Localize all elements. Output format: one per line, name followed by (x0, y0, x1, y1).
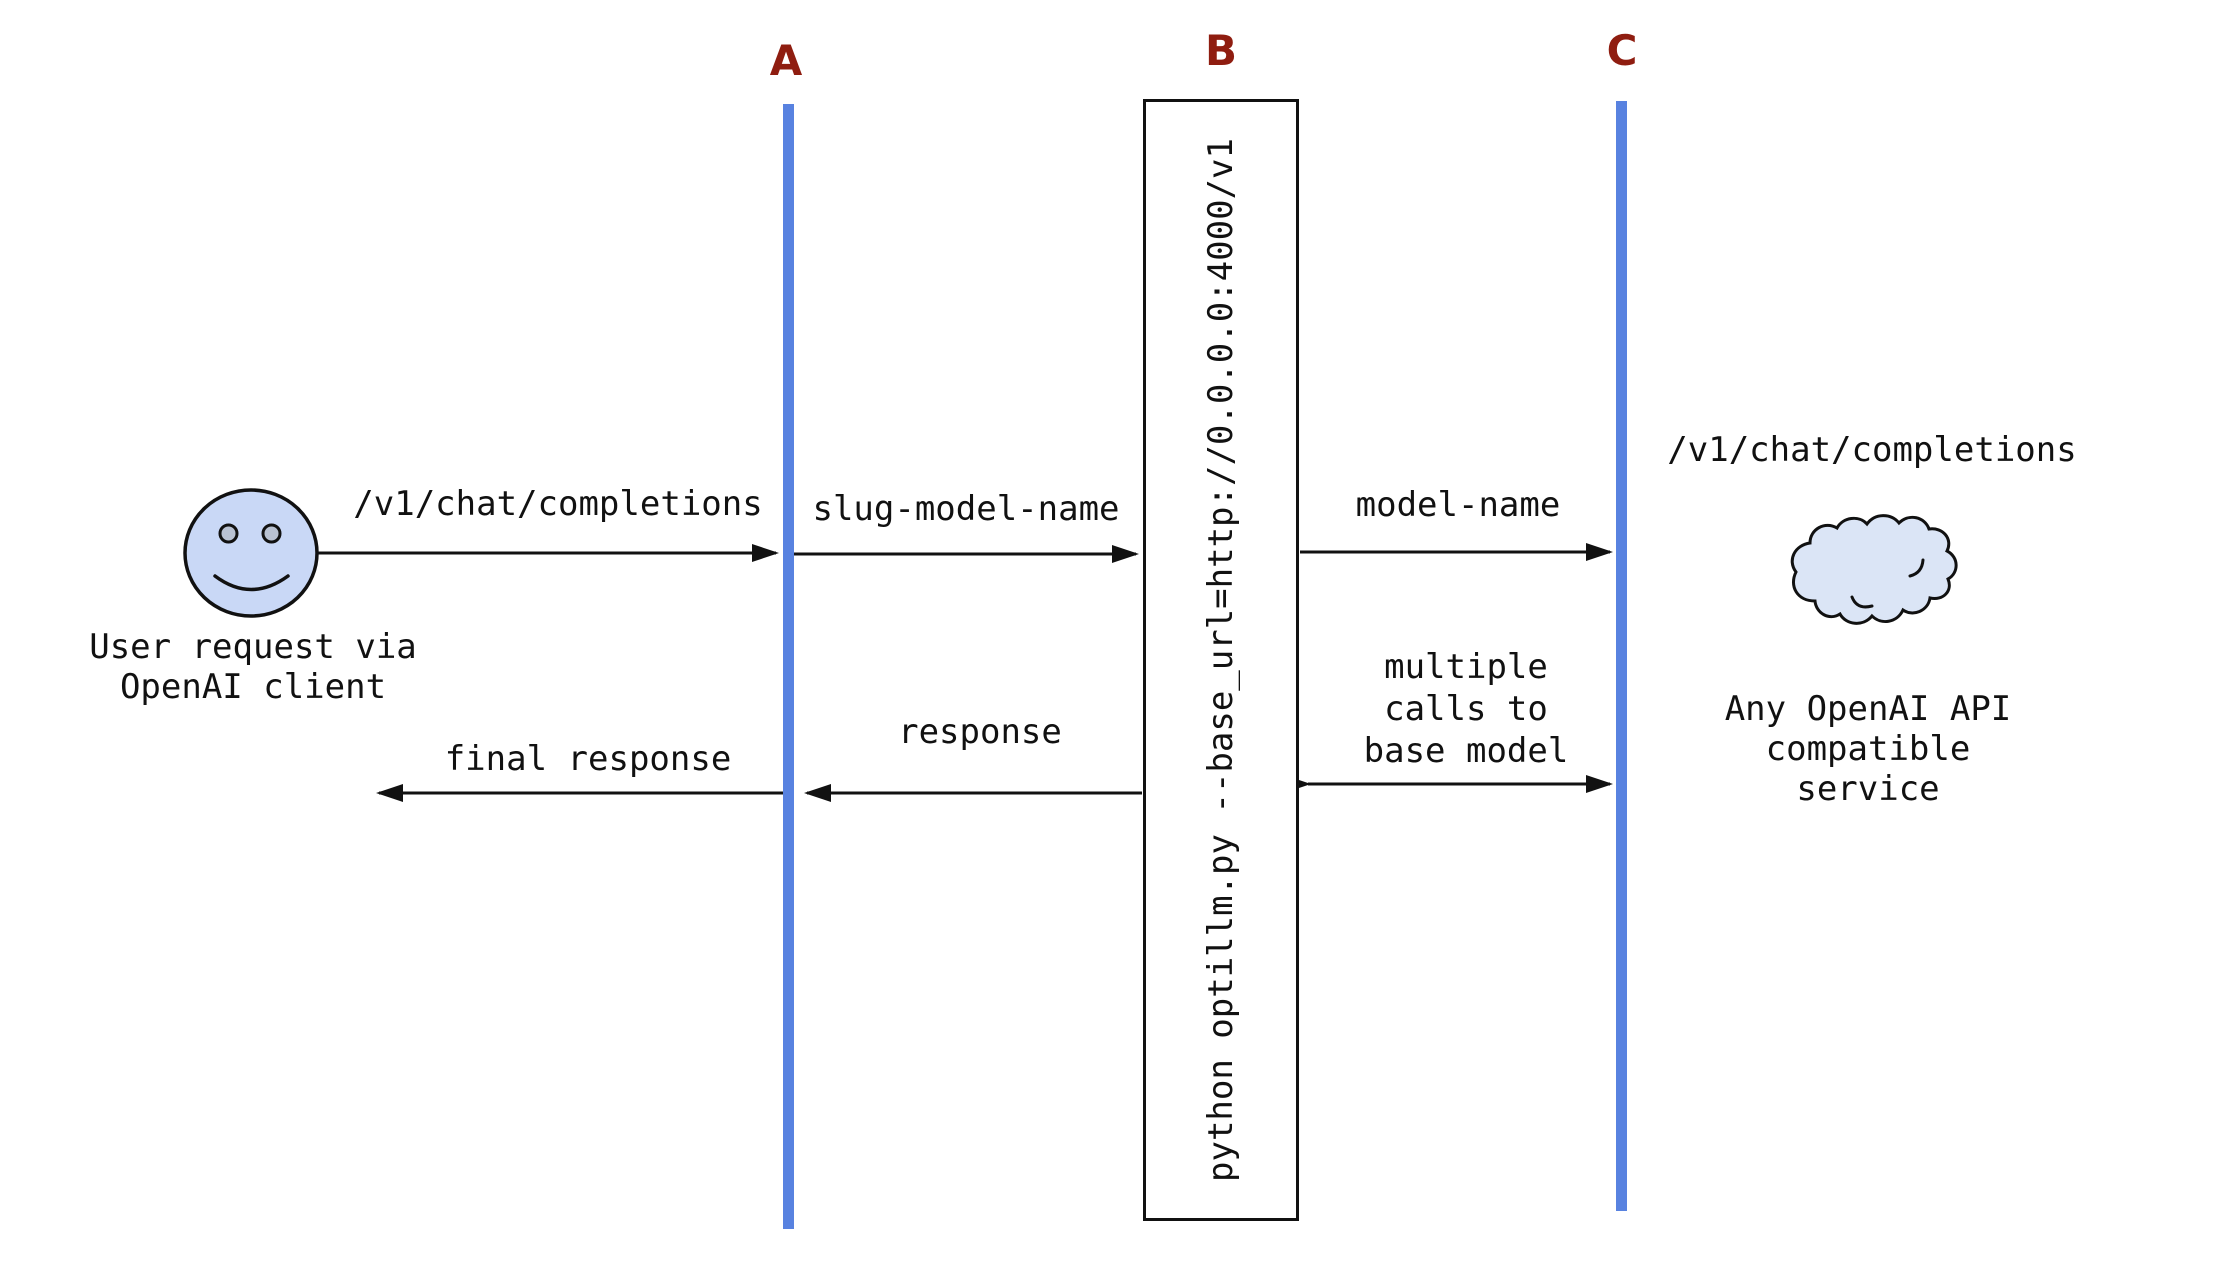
message-label-final-response: final response (444, 739, 732, 779)
user-face-icon (183, 488, 319, 618)
lifeline-c-label: C (1606, 26, 1638, 75)
lifeline-c (1616, 101, 1627, 1211)
proxy-box-lifeline-b: python optillm.py --base_url=http://0.0.… (1143, 99, 1299, 1221)
user-actor-caption: User request via OpenAI client (89, 627, 417, 707)
service-actor-caption: Any OpenAI API compatible service (1724, 689, 2012, 809)
proxy-command-text: python optillm.py --base_url=http://0.0.… (1201, 138, 1241, 1182)
message-label-multiple-calls: multiple calls to base model (1363, 647, 1569, 771)
service-endpoint-label: /v1/chat/completions (1667, 430, 2077, 470)
message-label-response: response (898, 712, 1062, 752)
lifeline-a-label: A (769, 36, 803, 85)
message-label-model-name: model-name (1355, 485, 1561, 525)
lifeline-b-label: B (1204, 26, 1238, 75)
lifeline-a (783, 104, 794, 1229)
message-label-request: /v1/chat/completions (353, 484, 763, 524)
cloud-icon (1790, 514, 1958, 625)
message-label-slug-model-name: slug-model-name (812, 489, 1120, 529)
